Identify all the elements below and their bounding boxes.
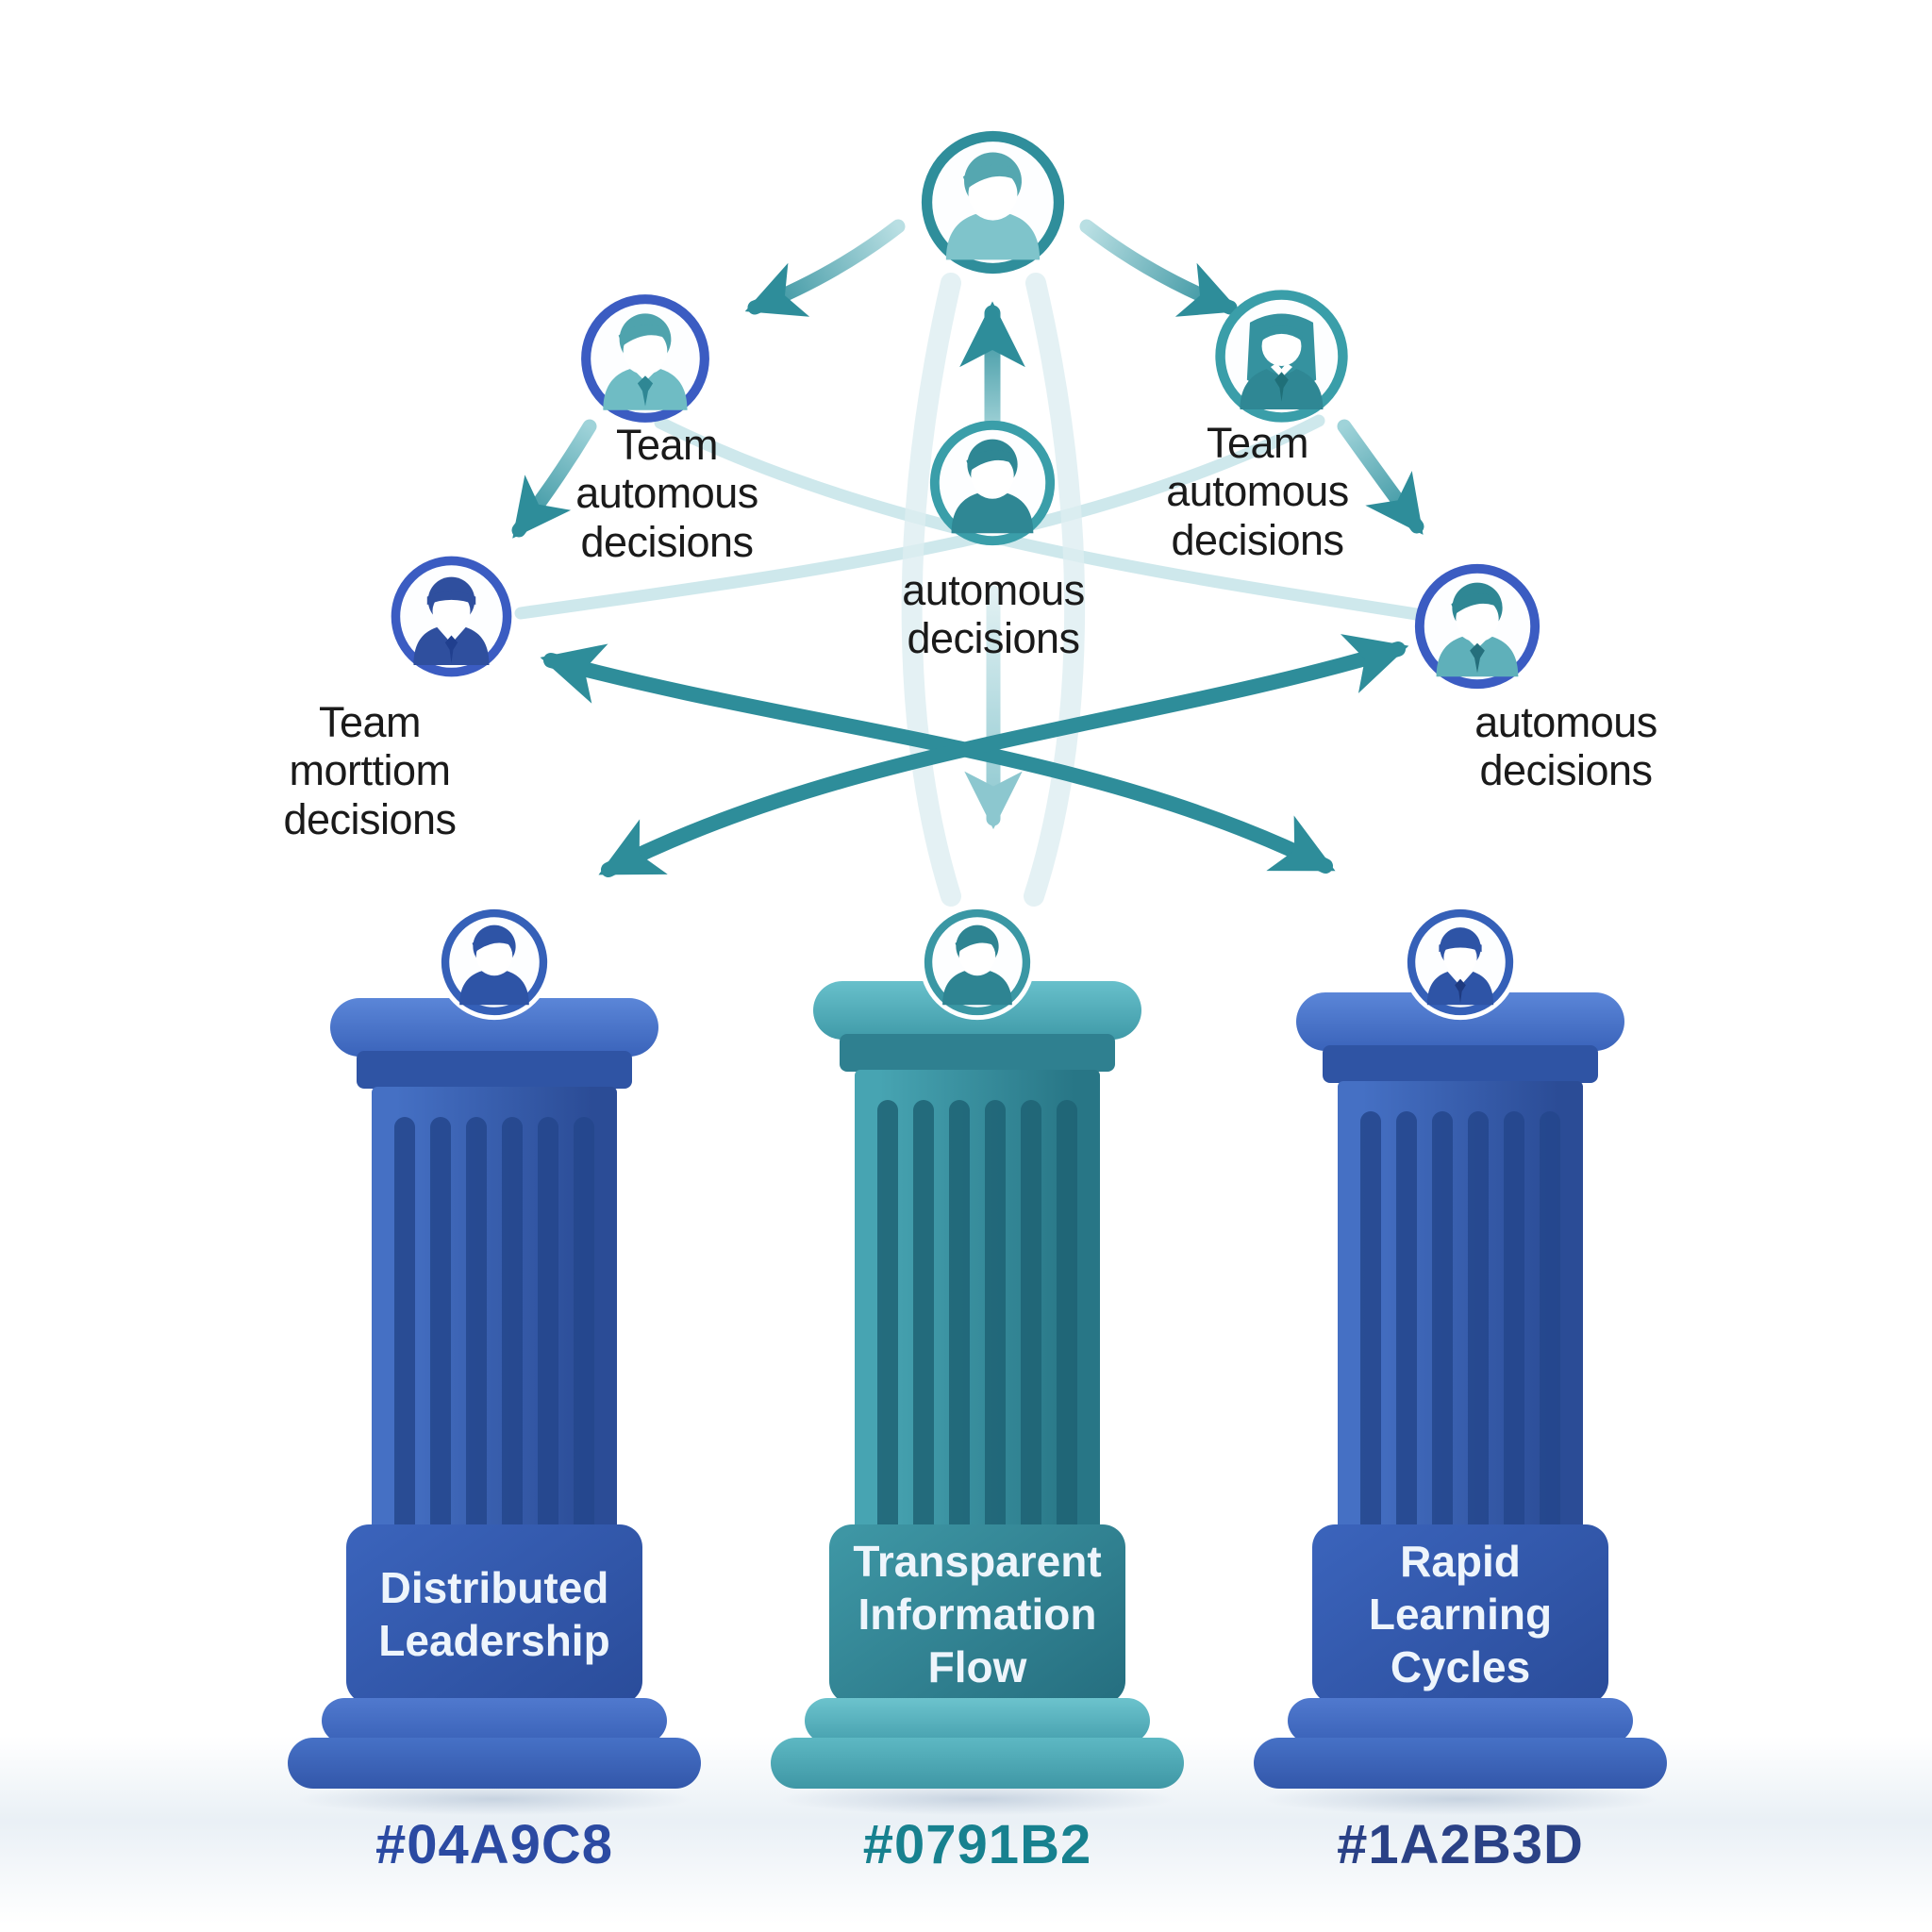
top-person-icon — [921, 130, 1064, 274]
pillar-distributed-leadership-person-icon — [436, 904, 553, 1021]
pillar-rapid-learning-cycles-flute-2 — [1396, 1111, 1417, 1545]
upper-right-label-line: decisions — [1171, 515, 1344, 564]
cross-right-to-left-pillar-arrow — [598, 634, 1409, 877]
pillar-transparent-information-flow-label-line: Transparent — [853, 1536, 1102, 1586]
upper-left-to-left-arrow — [511, 419, 597, 539]
top-to-upper-right-arrow — [1079, 219, 1241, 317]
left-label-line: Team — [318, 698, 422, 746]
pillar-transparent-information-flow-flute-4 — [985, 1100, 1006, 1545]
upper-left-label-line: decisions — [580, 517, 754, 566]
upper-left-label-line: Team — [615, 421, 719, 469]
right-label-line: automous — [1474, 698, 1657, 746]
pillar-transparent-information-flow-flute-5 — [1021, 1100, 1041, 1545]
left-label-line: decisions — [283, 794, 457, 843]
upper-left-label-line: automous — [575, 469, 758, 518]
pillar-distributed-leadership-flute-4 — [502, 1117, 523, 1545]
pillar-rapid-learning-cycles-flute-3 — [1432, 1111, 1453, 1545]
pillar-transparent-information-flow-person-icon — [919, 904, 1036, 1021]
left-person-icon — [391, 556, 511, 676]
pillar-transparent-information-flow-flute-6 — [1057, 1100, 1077, 1545]
upper-right-label-line: Team — [1206, 419, 1309, 467]
pillar-transparent-information-flow-capital-slab — [840, 1034, 1115, 1072]
pillar-transparent-information-flow-flute-3 — [949, 1100, 970, 1545]
pillar-rapid-learning-cycles-flute-1 — [1360, 1111, 1381, 1545]
upper-right-person-icon — [1214, 289, 1348, 423]
right-label-line: decisions — [1479, 746, 1653, 795]
left-label-line: morttiom — [289, 746, 451, 795]
pillar-rapid-learning-cycles-label-line: Cycles — [1390, 1642, 1531, 1692]
center-label-line: decisions — [907, 614, 1080, 663]
pillar-rapid-learning-cycles-flute-4 — [1468, 1111, 1489, 1545]
upper-right-to-right-arrow — [1337, 419, 1424, 535]
pillar-transparent-information-flow-plinth — [771, 1738, 1184, 1789]
pillar-rapid-learning-cycles-capital-slab — [1323, 1045, 1598, 1083]
pillar-distributed-leadership-flute-3 — [466, 1117, 487, 1545]
pillar-rapid-learning-cycles-plinth — [1254, 1738, 1667, 1789]
top-to-upper-left-arrow — [744, 219, 906, 317]
pillar-rapid-learning-cycles-flute-6 — [1540, 1111, 1560, 1545]
pillar-rapid-learning-cycles-label-line: Rapid — [1400, 1536, 1521, 1586]
pillar-distributed-leadership-label-line: Leadership — [378, 1616, 610, 1665]
pillar-distributed-leadership-capital-slab — [357, 1051, 632, 1089]
pillar-transparent-information-flow-label-line: Information — [858, 1589, 1097, 1639]
pillar-rapid-learning-cycles-torus — [1288, 1698, 1633, 1743]
pillar-distributed-leadership-flute-1 — [394, 1117, 415, 1545]
pillar-rapid-learning-cycles-flute-5 — [1504, 1111, 1524, 1545]
pillar-rapid-learning-cycles-label-line: Learning — [1368, 1589, 1553, 1639]
lens-left-arrow — [654, 416, 1464, 627]
pillar-distributed-leadership-torus — [322, 1698, 667, 1743]
pillar-rapid-learning-cycles-person-icon — [1402, 904, 1519, 1021]
pillar-distributed-leadership-flute-5 — [538, 1117, 558, 1545]
pillar-transparent-information-flow-flute-1 — [877, 1100, 898, 1545]
pillar-rapid-learning-cycles-hex-code: #1A2B3D — [1337, 1814, 1584, 1875]
pillar-transparent-information-flow-hex-code: #0791B2 — [862, 1814, 1092, 1875]
pillar-distributed-leadership-flute-6 — [574, 1117, 594, 1545]
pillar-distributed-leadership-plinth — [288, 1738, 701, 1789]
lens-right-arrow — [514, 414, 1325, 620]
center-person-icon — [929, 420, 1056, 546]
pillar-distributed-leadership-hex-code: #04A9C8 — [375, 1814, 614, 1875]
pillar-distributed-leadership-flute-2 — [430, 1117, 451, 1545]
center-label-line: automous — [902, 566, 1085, 614]
pillar-transparent-information-flow-flute-2 — [913, 1100, 934, 1545]
upper-left-person-icon — [581, 294, 709, 423]
pillar-transparent-information-flow-torus — [805, 1698, 1150, 1743]
upper-right-label-line: automous — [1166, 467, 1349, 516]
pillar-transparent-information-flow-label-line: Flow — [927, 1642, 1027, 1692]
pillar-distributed-leadership-label-line: Distributed — [379, 1562, 609, 1612]
right-person-icon — [1414, 563, 1541, 690]
